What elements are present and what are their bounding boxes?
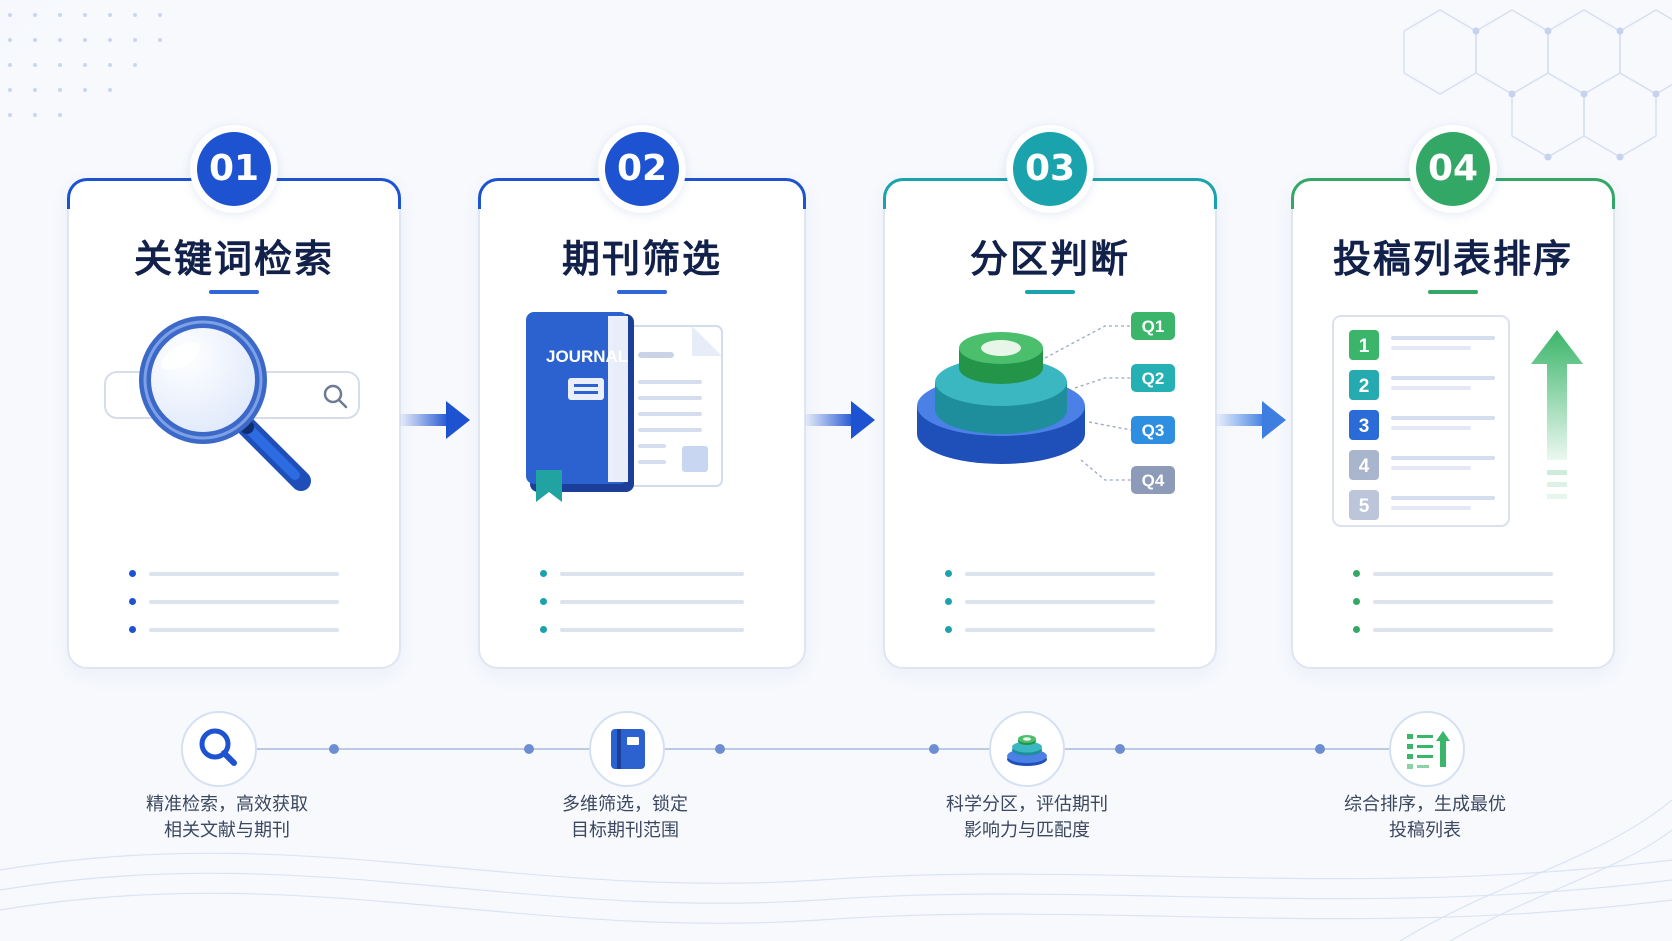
journal-cover-label: JOURNAL	[546, 347, 628, 366]
step-number-badge: 04	[1416, 132, 1490, 206]
search-icon	[181, 711, 257, 787]
journal-document-illustration: JOURNAL	[526, 312, 723, 502]
timeline-dot	[1315, 744, 1325, 754]
quartile-layers-illustration: Q1 Q2 Q3 Q4	[917, 312, 1175, 494]
step-title: 分区判断	[969, 237, 1130, 281]
rank-label-2: 2	[1359, 376, 1370, 397]
step-description-2: 多维筛选，锁定 目标期刊范围	[562, 794, 688, 841]
arrow-right-icon	[805, 401, 875, 439]
rank-label-5: 5	[1359, 496, 1370, 517]
timeline-dot	[524, 744, 534, 754]
step-number-badge: 03	[1013, 132, 1087, 206]
rank-label-3: 3	[1359, 416, 1370, 437]
layers-icon	[989, 711, 1065, 787]
arrow-right-icon	[400, 401, 470, 439]
quartile-label-q3: Q3	[1142, 421, 1165, 440]
placeholder-bullet-list	[540, 566, 744, 650]
timeline-dot	[1115, 744, 1125, 754]
journal-icon	[589, 711, 665, 787]
sorted-list-illustration: 1 2 3 4 5	[1332, 315, 1583, 527]
timeline-dot	[329, 744, 339, 754]
step-description-1: 精准检索，高效获取 相关文献与期刊	[146, 794, 308, 841]
timeline-line	[252, 748, 1428, 750]
placeholder-bullet-list	[129, 566, 339, 650]
step-card-3: 03 分区判断 Q1 Q2 Q3 Q4	[883, 125, 1217, 669]
placeholder-bullet-list	[1353, 566, 1553, 650]
step-description-3: 科学分区，评估期刊 影响力与匹配度	[946, 794, 1108, 841]
rank-label-4: 4	[1359, 456, 1370, 477]
arrow-right-icon	[1216, 401, 1286, 439]
step-title: 期刊筛选	[561, 237, 722, 281]
quartile-label-q2: Q2	[1142, 369, 1165, 388]
sorted-list-icon	[1389, 711, 1465, 787]
step-card-2: 02 期刊筛选 JOURNAL	[478, 125, 806, 669]
rank-label-1: 1	[1359, 336, 1370, 357]
step-number-badge: 01	[197, 132, 271, 206]
step-title: 投稿列表排序	[1332, 237, 1573, 281]
step-card-4: 04 投稿列表排序 1 2 3 4 5	[1291, 125, 1615, 669]
step-description-4: 综合排序，生成最优 投稿列表	[1344, 794, 1506, 841]
step-title: 关键词检索	[133, 237, 334, 281]
magnifier-search-illustration	[104, 316, 360, 491]
quartile-label-q1: Q1	[1142, 317, 1165, 336]
placeholder-bullet-list	[945, 566, 1155, 650]
timeline-dot	[929, 744, 939, 754]
timeline-dot	[715, 744, 725, 754]
quartile-label-q4: Q4	[1142, 471, 1165, 490]
step-card-1: 01 关键词检索	[67, 125, 401, 669]
step-number-badge: 02	[605, 132, 679, 206]
